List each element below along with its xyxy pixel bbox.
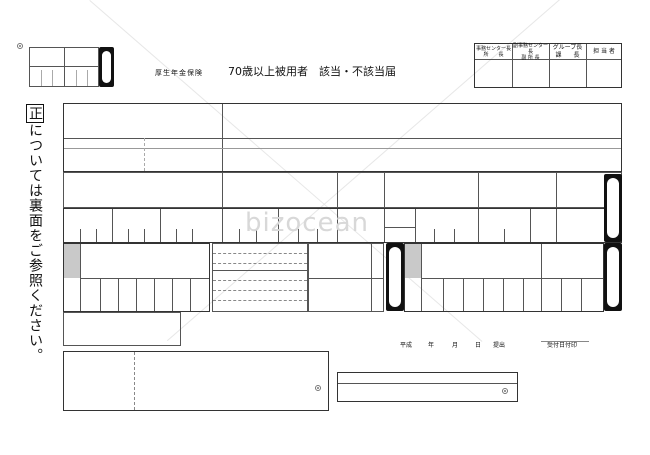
registration-mark [17, 43, 23, 49]
registration-mark [502, 388, 508, 394]
received-date-line [541, 341, 589, 342]
ocr-marker [99, 47, 114, 87]
form-row-4-right [404, 243, 604, 312]
approval-header-1: 事務センター長所 長 [475, 45, 511, 58]
submission-day: 日 [475, 342, 482, 349]
approval-header-3: グループ長課 長 [552, 44, 583, 59]
side-note-boxed-char: 正 [26, 104, 44, 123]
submission-year: 年 [428, 342, 435, 349]
side-note-text: については裏面をご参照ください。 [27, 123, 43, 363]
registration-mark [315, 385, 321, 391]
form-row-4-blank [308, 243, 384, 312]
received-date-label: 受付日付印 [547, 342, 578, 349]
office-code-grid [29, 47, 99, 87]
remarks-box [63, 312, 181, 346]
watermark: bizocean [245, 208, 369, 238]
submission-era: 平成 [400, 342, 413, 349]
ocr-marker [386, 243, 404, 311]
approval-table: 事務センター長所 長 副事務センター長副 所 長 グループ長課 長 担 当 者 [474, 43, 622, 88]
form-row-4-middle [212, 243, 308, 312]
form-row-3 [63, 208, 622, 243]
side-note: 正については裏面をご参照ください。 [26, 104, 44, 363]
employer-box [63, 351, 329, 411]
approval-header-2: 副事務センター長副 所 長 [512, 42, 548, 61]
ocr-marker [604, 174, 622, 242]
form-top-section [63, 103, 622, 172]
pension-label: 厚生年金保険 [155, 69, 203, 77]
submission-month: 月 [452, 342, 459, 349]
form-row-4-left [63, 243, 210, 312]
form-title: 70歳以上被用者 該当・不該当届 [228, 65, 396, 78]
form-row-2 [63, 172, 622, 208]
ocr-marker [604, 243, 622, 311]
submission-label: 提出 [493, 342, 506, 349]
approval-header-4: 担 当 者 [593, 47, 615, 55]
office-stamp-box [337, 372, 518, 402]
